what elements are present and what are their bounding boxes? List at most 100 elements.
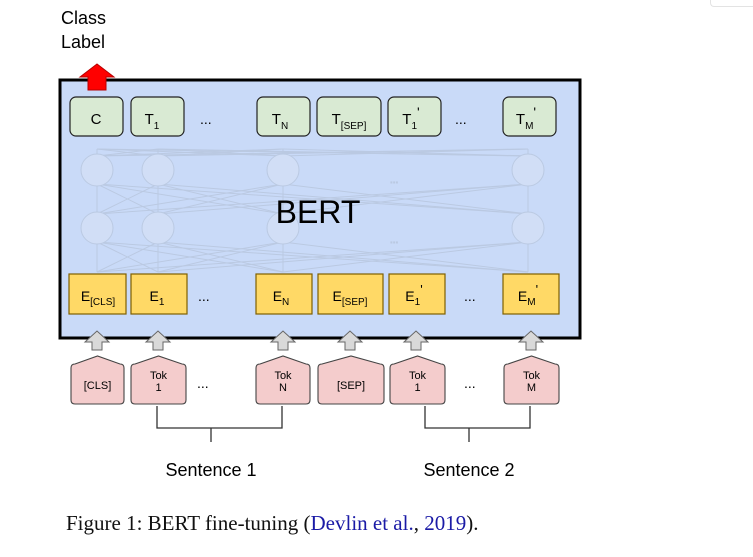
class-label-line-1: Class [61, 8, 106, 28]
input-token-box [255, 355, 311, 405]
bert-title: BERT [276, 194, 361, 230]
top-token-main: T [402, 111, 411, 128]
top-token-tsep: T[SEP] [316, 96, 382, 137]
embedding-main: E [81, 288, 90, 304]
network-connection [157, 148, 284, 157]
network-connection [157, 241, 529, 273]
embedding-main: E [518, 288, 527, 304]
svg-text:T[SEP]: T[SEP] [332, 111, 367, 132]
network-connection [96, 183, 159, 215]
embedding-main: E [273, 288, 282, 304]
input-token-text: Tok [523, 370, 541, 382]
bert-finetuning-diagram: Class Label ...... BERT C T1 TN T[SEP] T… [58, 8, 582, 480]
top-token-main: T [145, 111, 154, 128]
svg-text:E[SEP]: E[SEP] [333, 288, 368, 308]
input-token-text: 1 [414, 382, 420, 394]
caption-citation-authors[interactable]: Devlin et al. [310, 511, 414, 535]
network-connection [157, 183, 529, 215]
embedding-main: E [150, 288, 159, 304]
network-connection [157, 148, 529, 157]
caption-suffix: ). [466, 511, 479, 535]
network-connection [96, 241, 159, 273]
svg-text:TM': TM' [516, 104, 536, 132]
network-connection [157, 148, 284, 157]
top-token-prime: ' [533, 104, 536, 120]
top-token-sub: N [281, 121, 288, 132]
svg-text:T1': T1' [402, 104, 419, 132]
input-token-cls: [CLS] [70, 355, 125, 405]
up-arrow [336, 330, 364, 351]
embedding-prime: ' [536, 282, 538, 297]
input-token-text: [CLS] [84, 380, 112, 392]
top-token-main: T [272, 111, 281, 128]
network-connection [96, 148, 284, 157]
network-node [80, 153, 114, 187]
input-ellipsis-1: ... [197, 375, 209, 391]
top-ellipsis-2: ... [455, 111, 467, 127]
network-connection [96, 183, 284, 215]
input-token-box [130, 355, 187, 405]
embedding-em-prime: EM' [502, 273, 560, 315]
input-token-sep: [SEP] [317, 355, 385, 405]
network-connection [282, 148, 529, 157]
network-connection [96, 183, 529, 215]
network-connection [282, 183, 529, 215]
top-token-prime: ' [417, 104, 420, 120]
embedding-main: E [405, 288, 414, 304]
input-token-box [503, 355, 560, 405]
embedding-esep: E[SEP] [317, 273, 384, 315]
network-node [511, 211, 545, 245]
input-token-box [70, 355, 125, 405]
top-token-c: C [69, 96, 124, 137]
top-token-t1-prime: T1' [387, 96, 442, 137]
top-token-sub: 1 [411, 121, 417, 132]
network-node [80, 211, 114, 245]
network-connection [96, 183, 529, 215]
network-connection [157, 183, 284, 215]
svg-text:E1: E1 [150, 288, 165, 308]
embedding-e1-prime: E1' [388, 273, 446, 315]
up-arrow [269, 330, 297, 351]
network-connection [282, 148, 529, 157]
figure-caption: Figure 1: BERT fine-tuning (Devlin et al… [0, 511, 753, 536]
embedding-ecls: E[CLS] [68, 273, 127, 315]
input-token-text: N [279, 382, 287, 394]
top-token-main: T [332, 111, 341, 128]
up-arrow [83, 330, 111, 351]
network-node [266, 211, 300, 245]
top-token-tm-prime: TM' [502, 96, 557, 137]
network-connection [96, 148, 284, 157]
network-connection [96, 241, 284, 273]
up-arrow [144, 330, 172, 351]
network-connection [282, 241, 529, 273]
embedding-ellipsis-2: ... [464, 288, 476, 304]
network-connection [157, 241, 529, 273]
top-ellipsis-1: ... [200, 111, 212, 127]
sentence-2-bracket [424, 406, 531, 442]
embedding-sub: M [527, 297, 535, 308]
top-token-sub: M [525, 121, 533, 132]
network-connection [157, 183, 529, 215]
network-node [141, 211, 175, 245]
input-token-text: Tok [409, 370, 427, 382]
network-connection [157, 183, 284, 215]
svg-text:EN: EN [273, 288, 290, 308]
svg-text:EM': EM' [518, 282, 538, 308]
embedding-sub: 1 [159, 297, 165, 308]
network-connection [96, 148, 529, 157]
network-node [511, 153, 545, 187]
caption-citation-year[interactable]: 2019 [424, 511, 467, 535]
transformer-network: ...... [80, 148, 545, 273]
input-token-text: M [527, 382, 536, 394]
top-token-sub: [SEP] [341, 121, 367, 132]
input-token-text: 1 [155, 382, 161, 394]
input-ellipsis-2: ... [464, 375, 476, 391]
svg-text:TN: TN [272, 111, 288, 132]
network-connection [96, 148, 159, 157]
svg-text:C: C [91, 111, 102, 128]
embedding-prime: ' [420, 282, 422, 297]
top-token-tn: TN [256, 96, 311, 137]
network-ellipsis: ... [390, 235, 398, 246]
